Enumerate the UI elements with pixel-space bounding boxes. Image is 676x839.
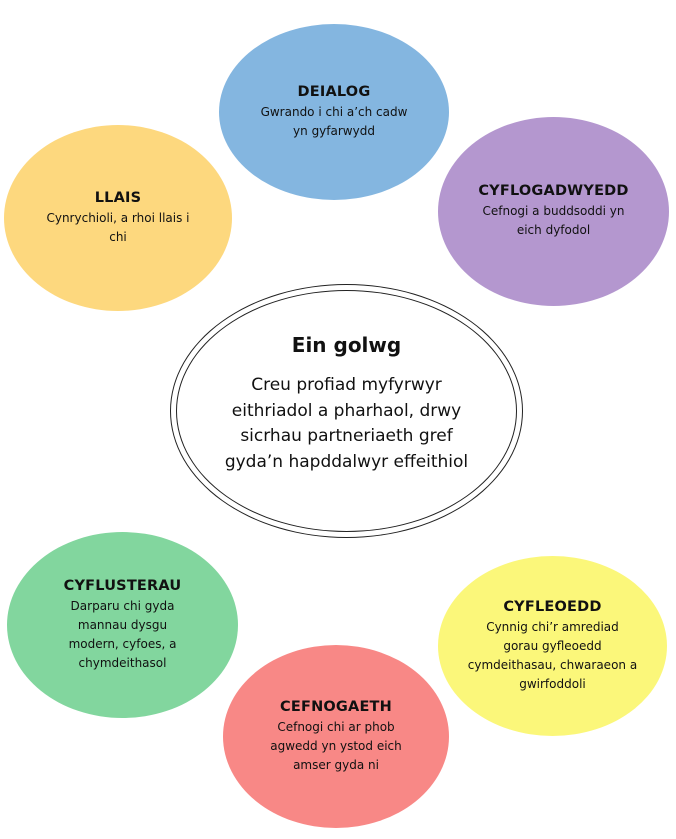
bubble-title: CYFLEOEDD — [503, 598, 602, 615]
center-body: Creu profiad myfyrwyr eithriadol a pharh… — [224, 375, 469, 472]
bubble-description: Cynnig chi’r amrediad gorau gyfleoedd cy… — [467, 619, 638, 691]
bubble-cyflusterau: CYFLUSTERAU Darparu chi gyda mannau dysg… — [7, 532, 238, 718]
bubble-cefnogaeth: CEFNOGAETH Cefnogi chi ar phob agwedd yn… — [223, 645, 449, 828]
center-circle: Ein golwg Creu profiad myfyrwyr eithriad… — [176, 290, 517, 532]
bubble-description: Cynrychioli, a rhoi llais i chi — [46, 210, 190, 244]
center-title: Ein golwg — [291, 333, 402, 357]
center-outer-ring — [170, 284, 523, 538]
bubble-description: Darparu chi gyda mannau dysgu modern, cy… — [68, 598, 177, 670]
bubble-description: Cefnogi a buddsoddi yn eich dyfodol — [482, 204, 625, 237]
bubble-title: CYFLOGADWYEDD — [478, 183, 629, 199]
bubble-llais: LLAIS Cynrychioli, a rhoi llais i chi — [4, 125, 232, 311]
bubble-cyfleoedd: CYFLEOEDD Cynnig chi’r amrediad gorau gy… — [438, 556, 667, 736]
bubble-description: Gwrando i chi a’ch cadw yn gyfarwydd — [260, 104, 408, 138]
bubble-description: Cefnogi chi ar phob agwedd yn ystod eich… — [270, 719, 402, 772]
bubble-deialog: DEIALOG Gwrando i chi a’ch cadw yn gyfar… — [219, 24, 449, 200]
bubble-title: DEIALOG — [297, 83, 371, 100]
bubble-cyflogadwyedd: CYFLOGADWYEDD Cefnogi a buddsoddi yn eic… — [438, 117, 669, 306]
bubble-title: CEFNOGAETH — [280, 698, 392, 715]
bubble-title: CYFLUSTERAU — [63, 577, 182, 594]
bubble-title: LLAIS — [94, 189, 142, 206]
